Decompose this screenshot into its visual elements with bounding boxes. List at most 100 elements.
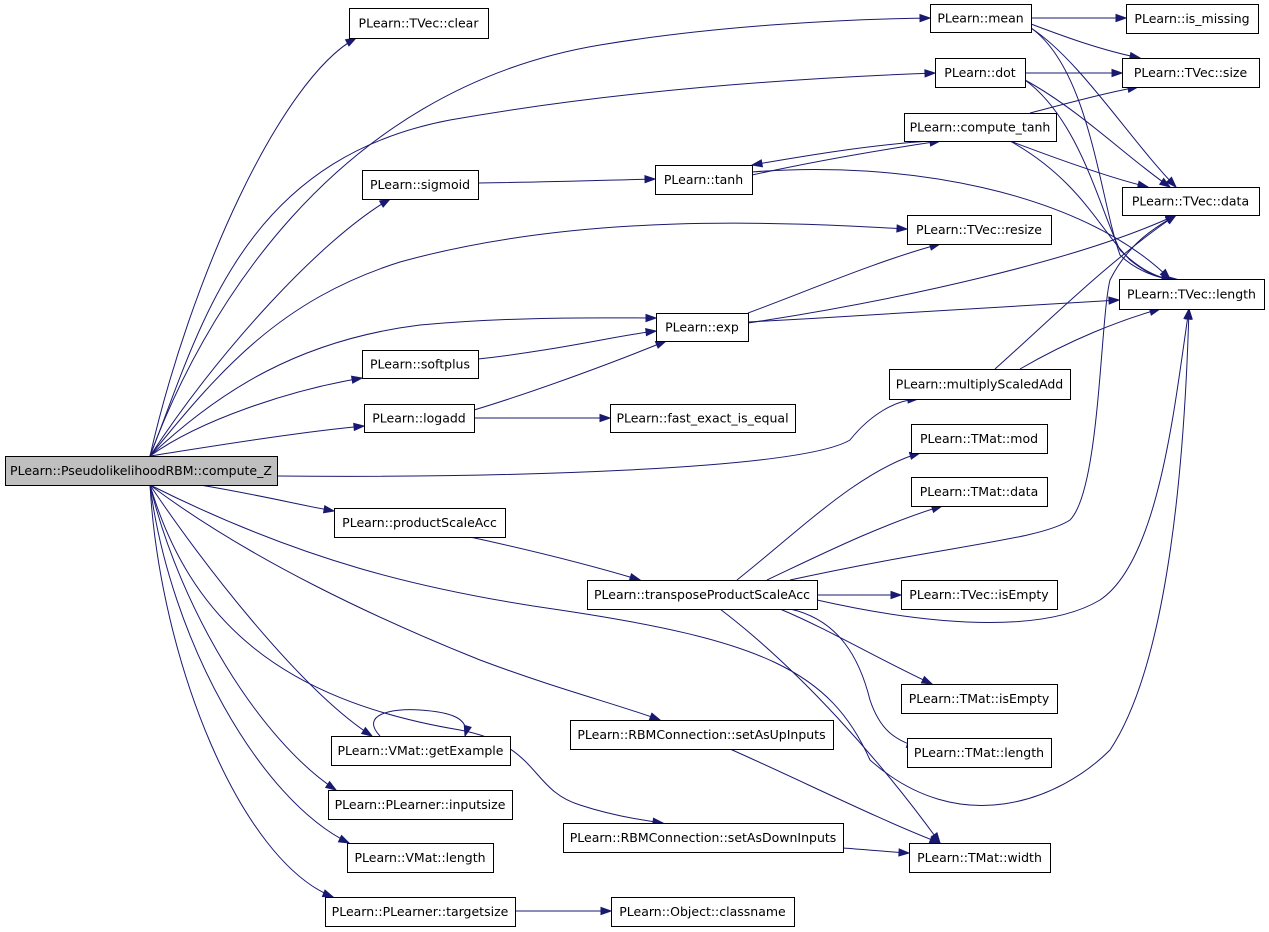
edge-root-to-mean [149,13,932,457]
edge-exp-to-tvec_length [747,296,1121,323]
edge-root-to-setAsUpInputs [149,484,662,721]
node-label: PLearn::fast_exact_is_equal [616,411,788,426]
edge-line [747,214,1177,324]
edge-line [751,168,1171,280]
edge-arrowhead [628,572,642,582]
edge-dot-to-tvec_size [1025,68,1124,78]
node-box [563,823,844,853]
edge-line [149,17,931,457]
node-box [655,165,753,195]
node-fast-exact[interactable]: PLearn::fast_exact_is_equal [610,404,796,433]
node-tmat-data[interactable]: PLearn::TMat::data [911,477,1048,507]
node-label: PLearn::RBMConnection::setAsUpInputs [577,727,825,742]
node-box [587,580,818,610]
node-label: PLearn::TMat::isEmpty [909,691,1050,706]
edge-exp-to-tvec_resize [747,242,942,314]
edge-line [994,214,1177,370]
node-setAsUpInputs[interactable]: PLearn::RBMConnection::setAsUpInputs [570,720,834,750]
edge-line [779,608,933,685]
node-box [334,508,506,538]
node-tmat-isEmpty[interactable]: PLearn::TMat::isEmpty [901,684,1058,714]
node-productScaleAcc[interactable]: PLearn::productScaleAcc [334,508,506,538]
edge-line [149,484,350,844]
node-tmat-width[interactable]: PLearn::TMat::width [909,843,1051,873]
node-label: PLearn::TVec::resize [916,222,1042,237]
edge-tanh-to-tvec_length [751,168,1172,281]
edge-arrowhead [645,327,658,337]
edge-arrowhead [1158,177,1172,188]
node-root[interactable]: PLearn::PseudolikelihoodRBM::compute_Z [5,456,278,486]
node-box [889,369,1071,400]
node-label: PLearn::PLearner::inputsize [335,797,506,812]
edges-layer [149,13,1193,916]
node-label: PLearn::Object::classname [619,904,786,919]
node-setAsDownInputs[interactable]: PLearn::RBMConnection::setAsDownInputs [563,823,844,853]
node-label: PLearn::multiplyScaledAdd [896,377,1063,392]
node-tvec-size[interactable]: PLearn::TVec::size [1122,58,1260,88]
edge-line [469,536,641,581]
edge-arrowhead [645,313,658,323]
node-tvec-clear[interactable]: PLearn::TVec::clear [349,8,489,39]
node-box [930,4,1032,33]
node-softplus[interactable]: PLearn::softplus [362,350,479,379]
edge-mean-to-is_missing [1031,13,1128,23]
edge-arrowhead [1108,296,1121,305]
node-label: PLearn::sigmoid [370,177,470,192]
node-tanh[interactable]: PLearn::tanh [655,165,753,195]
node-object-classname[interactable]: PLearn::Object::classname [611,897,795,927]
node-box [911,424,1048,454]
node-label: PLearn::is_missing [1134,11,1249,26]
edge-arrowhead [321,889,335,898]
edge-line [149,317,657,457]
node-logadd[interactable]: PLearn::logadd [364,404,475,433]
edge-root-to-softplus [149,375,364,457]
node-is-missing[interactable]: PLearn::is_missing [1126,4,1259,34]
edge-setAsUpInputs-to-tmat_width [729,748,942,844]
node-label: PLearn::TMat::width [917,850,1042,865]
edge-root-to-dot [149,69,937,457]
node-tvec-data[interactable]: PLearn::TVec::data [1122,187,1260,216]
edge-line [1030,23,1141,59]
edge-line [1009,140,1149,188]
node-label: PLearn::PLearner::targetsize [332,904,509,919]
node-tvec-isEmpty[interactable]: PLearn::TVec::isEmpty [901,580,1058,610]
node-label: PLearn::VMat::length [354,850,485,865]
node-vmat-getExample[interactable]: PLearn::VMat::getExample [331,736,511,766]
node-multiplyScaledAdd[interactable]: PLearn::multiplyScaledAdd [889,369,1071,400]
edge-arrowhead [1159,268,1172,281]
edge-line [149,484,337,791]
node-box [901,580,1058,610]
edge-line [1019,308,1161,370]
node-exp[interactable]: PLearn::exp [656,313,749,342]
edge-arrowhead [360,726,374,737]
edge-line [729,748,941,844]
edge-line [149,425,365,457]
edge-arrowhead [896,224,909,233]
node-label: PLearn::logadd [372,411,465,426]
node-plearner-inputsize[interactable]: PLearn::PLearner::inputsize [328,790,513,820]
node-vmat-length[interactable]: PLearn::VMat::length [347,843,494,873]
node-tvec-length[interactable]: PLearn::TVec::length [1119,279,1265,310]
edge-line [766,505,943,581]
node-label: PLearn::tanh [664,172,743,187]
node-tmat-mod[interactable]: PLearn::TMat::mod [911,424,1048,454]
node-box [656,313,749,342]
node-compute-tanh[interactable]: PLearn::compute_tanh [904,113,1057,142]
edge-transposeProductScaleAcc-to-tmat_isEmpty [779,608,934,685]
node-sigmoid[interactable]: PLearn::sigmoid [362,170,479,200]
node-tvec-resize[interactable]: PLearn::TVec::resize [907,215,1052,245]
edge-softplus-to-exp [477,327,658,360]
node-box [349,8,489,39]
edge-root-to-productScaleAcc [199,484,336,514]
node-mean[interactable]: PLearn::mean [930,4,1032,33]
edge-arrowhead [924,69,937,78]
node-dot[interactable]: PLearn::dot [935,58,1026,88]
node-box [362,350,479,379]
edge-arrowhead [919,13,932,23]
node-tmat-length[interactable]: PLearn::TMat::length [907,738,1052,768]
node-label: PLearn::softplus [370,357,470,372]
node-box [331,736,511,766]
edge-line [1024,79,1173,280]
node-plearner-targetsize[interactable]: PLearn::PLearner::targetsize [325,897,516,927]
node-transposeProductScaleAcc[interactable]: PLearn::transposeProductScaleAcc [587,580,818,610]
